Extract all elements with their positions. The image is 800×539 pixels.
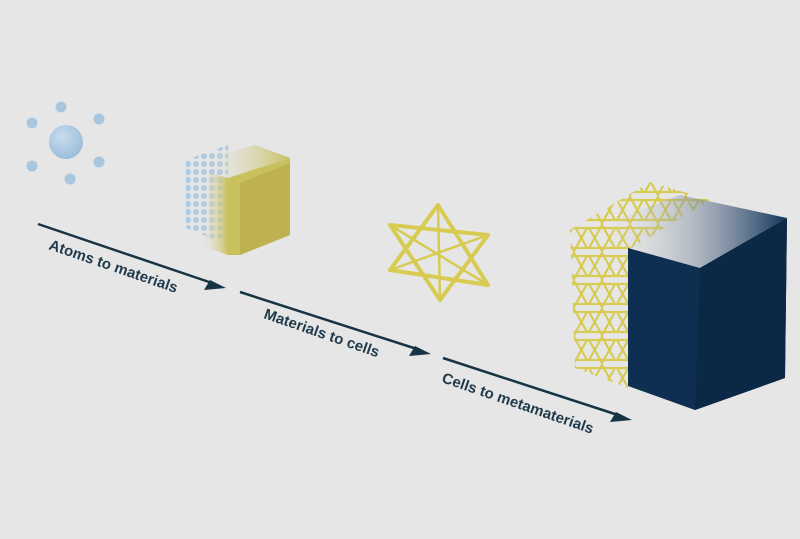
step-label-cells-to-metamaterials: Cells to metamaterials — [440, 370, 596, 438]
atom-icon — [26, 101, 105, 185]
step-label-materials-to-cells: Materials to cells — [262, 306, 382, 361]
arrow-cells-to-metamaterials — [442, 356, 632, 422]
step-label-atoms-to-materials: Atoms to materials — [47, 237, 180, 297]
arrow-atoms-to-materials — [37, 222, 226, 290]
unit-cell-icon — [388, 203, 490, 302]
material-cube-icon — [186, 145, 290, 255]
arrow-materials-to-cells — [239, 290, 431, 356]
metamaterial-cube-icon — [570, 182, 787, 410]
